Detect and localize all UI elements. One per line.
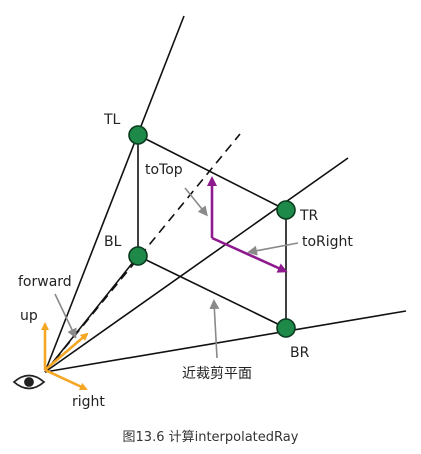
ray-br — [44, 310, 407, 373]
pointer-near-plane — [209, 299, 220, 359]
ray-tr — [44, 157, 349, 373]
ray-bl — [44, 255, 139, 373]
node-tr — [276, 200, 296, 220]
ray-tl — [44, 15, 185, 373]
edge-bottom — [137, 255, 287, 329]
node-br — [276, 318, 296, 338]
pointer-to-right — [247, 242, 299, 256]
eye-icon — [12, 374, 46, 390]
node-bl — [128, 246, 148, 266]
pointer-forward — [54, 293, 77, 339]
label-right: right — [72, 394, 105, 410]
node-tl — [128, 125, 148, 145]
figure-caption: 图13.6 计算interpolatedRay — [122, 430, 299, 445]
label-to-right: toRight — [302, 234, 353, 250]
label-br: BR — [290, 345, 310, 361]
label-forward: forward — [18, 274, 72, 290]
label-up: up — [20, 308, 38, 324]
label-tl: TL — [103, 112, 121, 128]
label-near-plane: 近裁剪平面 — [182, 366, 252, 382]
right-axis — [44, 368, 88, 391]
label-to-top: toTop — [145, 162, 183, 178]
edge-top — [137, 134, 287, 211]
forward-axis — [44, 332, 89, 371]
pointer-to-top — [184, 187, 208, 217]
to-right-vector — [211, 236, 288, 273]
label-tr: TR — [299, 208, 319, 224]
label-bl: BL — [104, 234, 122, 250]
